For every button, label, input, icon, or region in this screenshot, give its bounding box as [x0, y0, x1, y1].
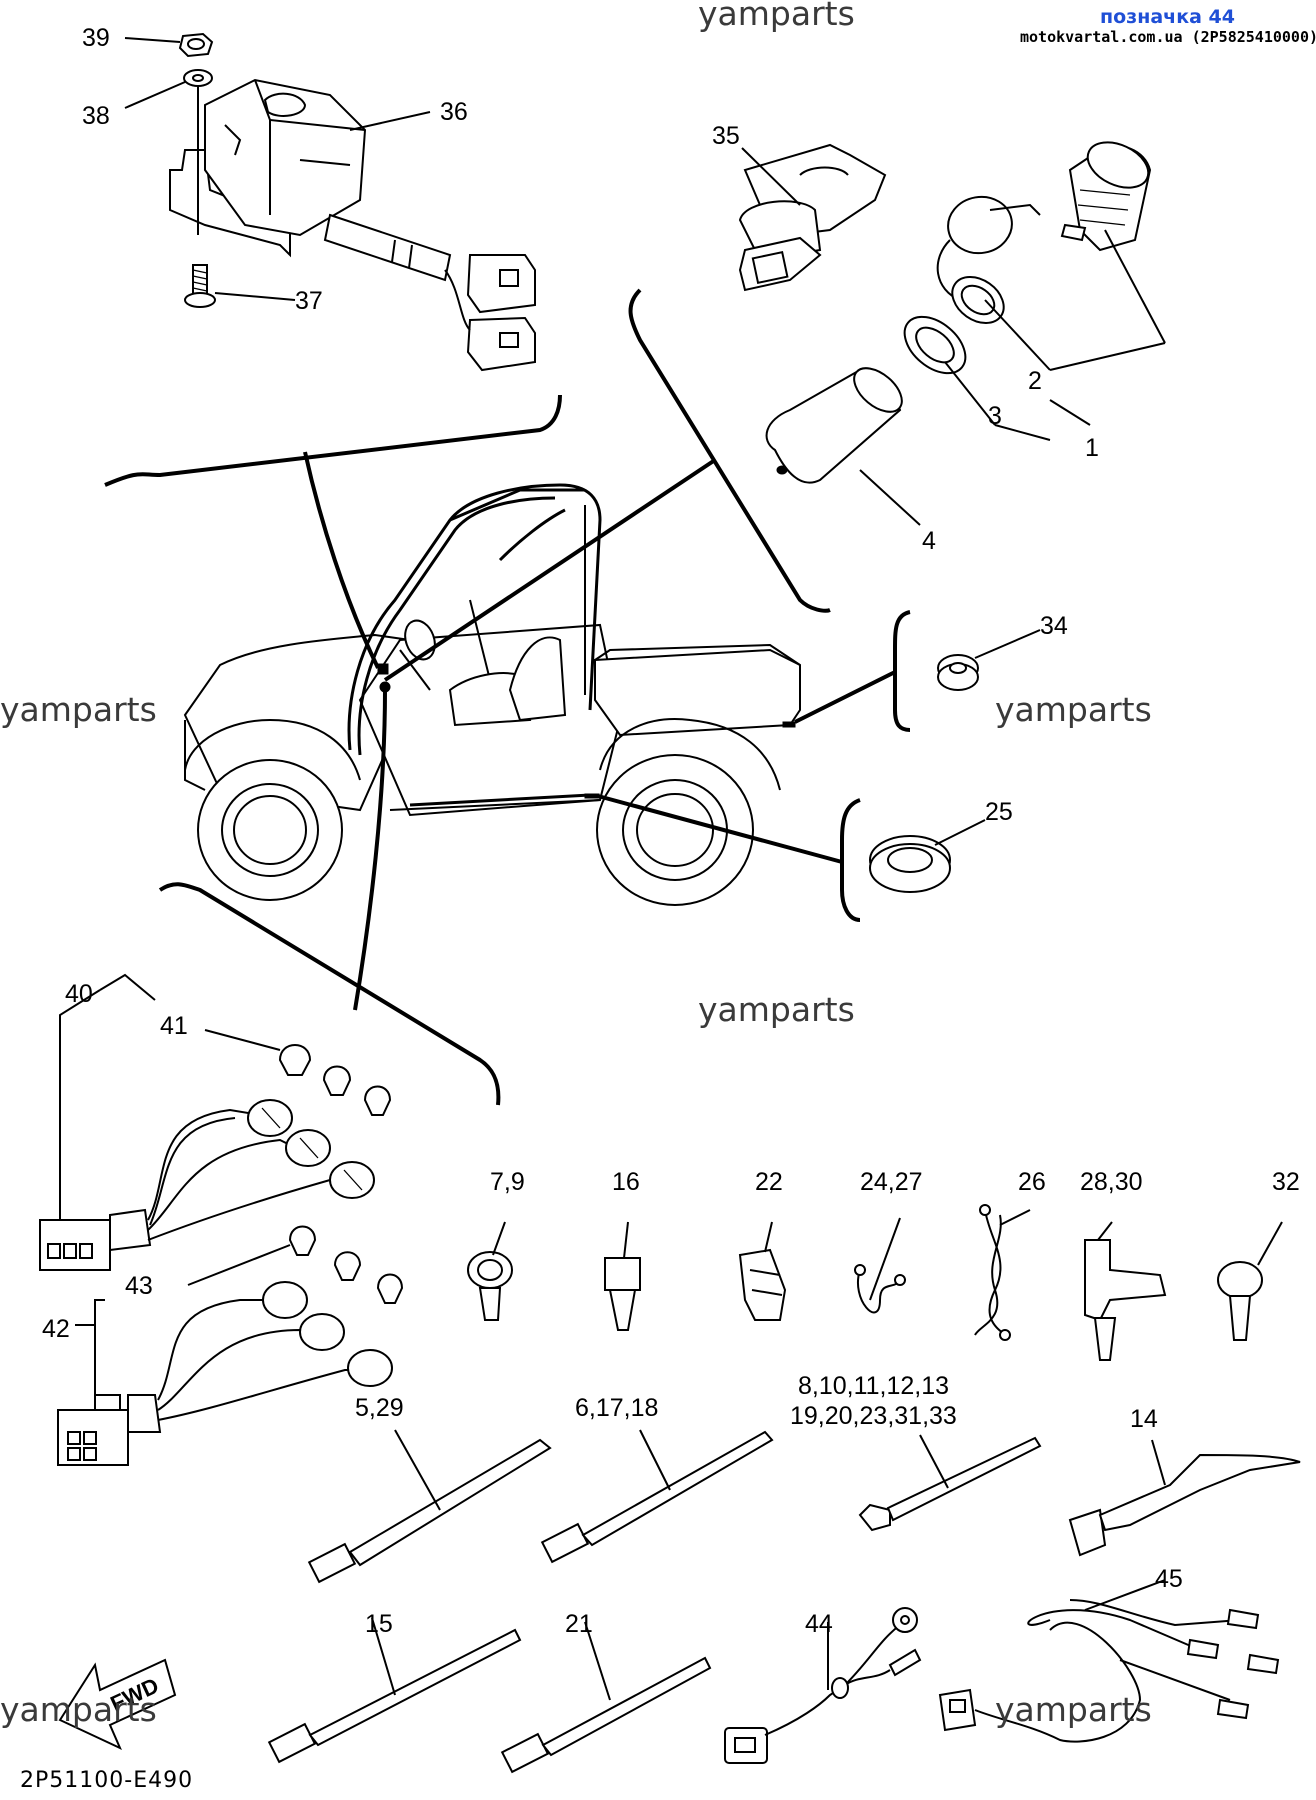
callout-16: 16 [612, 1168, 640, 1196]
callout-14: 14 [1130, 1405, 1158, 1433]
callout-43: 43 [125, 1272, 153, 1300]
callout-40: 40 [65, 980, 93, 1008]
diagram-code: 2P51100-E490 [20, 1768, 194, 1793]
callout-1: 1 [1085, 434, 1099, 462]
callout-45: 45 [1155, 1565, 1183, 1593]
clip-drawings [467, 1204, 1283, 1361]
fwd-arrow-icon: FWD [58, 1658, 177, 1751]
callout-2: 2 [1028, 367, 1042, 395]
vehicle-drawing [183, 483, 801, 906]
callout-7-9: 7,9 [490, 1168, 525, 1196]
grommet-drawings [840, 610, 1041, 922]
callout-22: 22 [755, 1168, 783, 1196]
cable-tie-drawings [267, 1429, 1301, 1774]
callout-32: 32 [1272, 1168, 1300, 1196]
relay-assembly-drawing [104, 32, 562, 487]
watermark: yamparts [0, 690, 157, 729]
callout-21: 21 [565, 1610, 593, 1638]
callout-3: 3 [988, 402, 1002, 430]
callout-39: 39 [82, 24, 110, 52]
callout-25: 25 [985, 798, 1013, 826]
callout-5-29: 5,29 [355, 1394, 404, 1422]
watermark: yamparts [698, 990, 855, 1029]
callout-36: 36 [440, 98, 468, 126]
callout-41: 41 [160, 1012, 188, 1040]
callout-28-30: 28,30 [1080, 1168, 1143, 1196]
callout-6-17-18: 6,17,18 [575, 1394, 659, 1422]
lead-wire-drawings [724, 1579, 1280, 1764]
callout-38: 38 [82, 102, 110, 130]
watermark: yamparts [698, 0, 855, 33]
callout-26: 26 [1018, 1168, 1046, 1196]
callout-4: 4 [922, 527, 936, 555]
header-tag: позначка 44 [1100, 6, 1235, 28]
watermark: yamparts [0, 1690, 157, 1729]
header-site: motokvartal.com.ua (2P5825410000) [1020, 28, 1316, 46]
callout-34: 34 [1040, 612, 1068, 640]
harness-drawings [39, 882, 501, 1466]
location-leader-lines [303, 451, 896, 1011]
watermark: yamparts [995, 1690, 1152, 1729]
socket-assembly-drawing [628, 141, 1166, 613]
callout-tie-group-line1: 8,10,11,12,13 [798, 1372, 950, 1400]
callout-44: 44 [805, 1610, 833, 1638]
callout-15: 15 [365, 1610, 393, 1638]
callout-tie-group-line2: 19,20,23,31,33 [790, 1402, 957, 1430]
watermark: yamparts [995, 690, 1152, 729]
callout-35: 35 [712, 122, 740, 150]
callout-42: 42 [42, 1315, 70, 1343]
callout-37: 37 [295, 287, 323, 315]
callout-24-27: 24,27 [860, 1168, 923, 1196]
